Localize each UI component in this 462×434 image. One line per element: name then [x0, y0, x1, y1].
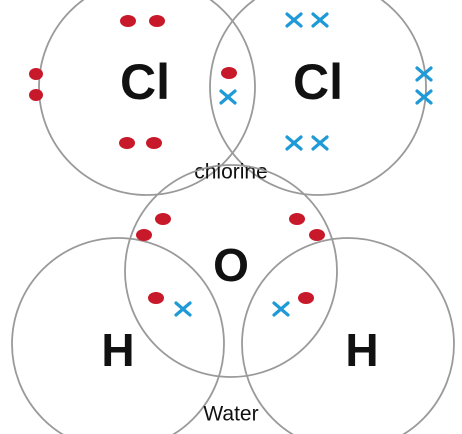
- electron-cross: [415, 66, 433, 82]
- left-oh-bond-pair: [148, 292, 192, 317]
- electron-cross: [311, 135, 329, 151]
- right-oh-bond-pair: [272, 292, 314, 317]
- electron-dot: [29, 68, 43, 80]
- chlorine-molecule: Cl Cl: [29, 0, 433, 196]
- water-label: Water: [203, 403, 258, 426]
- oxygen-atom-symbol: O: [213, 239, 249, 291]
- chlorine-left-atom-symbol: Cl: [120, 54, 170, 110]
- electron-cross: [219, 89, 237, 105]
- electron-dot: [289, 213, 305, 225]
- water-molecule: O H H Water: [11, 164, 455, 434]
- electron-dot: [221, 67, 237, 79]
- electron-cross: [174, 301, 192, 317]
- chlorine-left-shell: [38, 0, 256, 196]
- electron-dot: [119, 137, 135, 149]
- chlorine-left-electrons: [29, 15, 165, 149]
- chlorine-right-atom-symbol: Cl: [293, 54, 343, 110]
- hydrogen-right-atom-symbol: H: [345, 324, 378, 376]
- hydrogen-left-shell: [11, 237, 225, 434]
- electron-dot: [149, 15, 165, 27]
- electron-dot: [29, 89, 43, 101]
- chlorine-right-electrons: [285, 12, 433, 151]
- electron-cross: [285, 135, 303, 151]
- electron-cross: [285, 12, 303, 28]
- electron-cross: [311, 12, 329, 28]
- electron-dot: [298, 292, 314, 304]
- electron-dot: [155, 213, 171, 225]
- oxygen-shell: [124, 164, 338, 378]
- hydrogen-right-shell: [241, 237, 455, 434]
- electron-dot: [136, 229, 152, 241]
- electron-dot: [309, 229, 325, 241]
- electron-dot: [120, 15, 136, 27]
- electron-cross: [272, 301, 290, 317]
- chlorine-right-shell: [209, 0, 427, 196]
- oxygen-lone-pairs: [136, 213, 325, 241]
- chlorine-shared-pair: [219, 67, 237, 105]
- electron-dot: [146, 137, 162, 149]
- electron-dot: [148, 292, 164, 304]
- chlorine-label: chlorine: [194, 161, 268, 184]
- electron-cross: [415, 89, 433, 105]
- hydrogen-left-atom-symbol: H: [101, 324, 134, 376]
